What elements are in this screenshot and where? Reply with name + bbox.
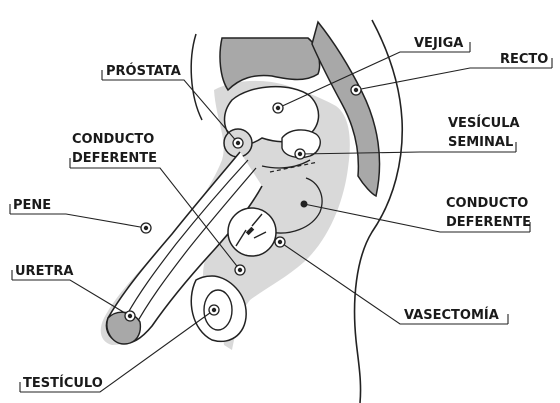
label-vesicula-seminal: VESÍCULA SEMINAL <box>448 114 520 152</box>
back-outline <box>355 20 403 403</box>
label-vasectomia: VASECTOMÍA <box>404 308 499 324</box>
dot-vejiga <box>273 103 283 113</box>
label-vesicula-line1: VESÍCULA <box>448 114 520 133</box>
label-conducto-left-line2: DEFERENTE <box>72 149 157 168</box>
label-conducto-right-line2: DEFERENTE <box>446 213 531 232</box>
label-vesicula-line2: SEMINAL <box>448 133 520 152</box>
front-outline <box>191 34 202 120</box>
label-uretra: URETRA <box>15 264 73 280</box>
label-vejiga: VEJIGA <box>414 36 463 52</box>
dot-vesicula <box>295 149 305 159</box>
dot-prostata <box>233 138 243 148</box>
dot-conducto-right <box>301 201 308 208</box>
dot-recto <box>351 85 361 95</box>
label-conducto-left-line1: CONDUCTO <box>72 130 157 149</box>
label-conducto-deferente-right: CONDUCTO DEFERENTE <box>446 194 531 232</box>
label-pene: PENE <box>13 198 51 214</box>
dot-conducto-left <box>235 265 245 275</box>
label-testiculo: TESTÍCULO <box>23 376 103 392</box>
label-conducto-deferente-left: CONDUCTO DEFERENTE <box>72 130 157 168</box>
vasectomy-zone <box>228 208 276 256</box>
dot-vasectomia <box>275 237 285 247</box>
leader-recto <box>356 68 552 90</box>
leader-pene <box>10 214 146 228</box>
dot-testiculo <box>209 305 219 315</box>
label-recto: RECTO <box>500 52 548 68</box>
dot-pene <box>141 223 151 233</box>
label-conducto-right-line1: CONDUCTO <box>446 194 531 213</box>
label-prostata: PRÓSTATA <box>106 64 181 80</box>
dot-uretra <box>125 311 135 321</box>
